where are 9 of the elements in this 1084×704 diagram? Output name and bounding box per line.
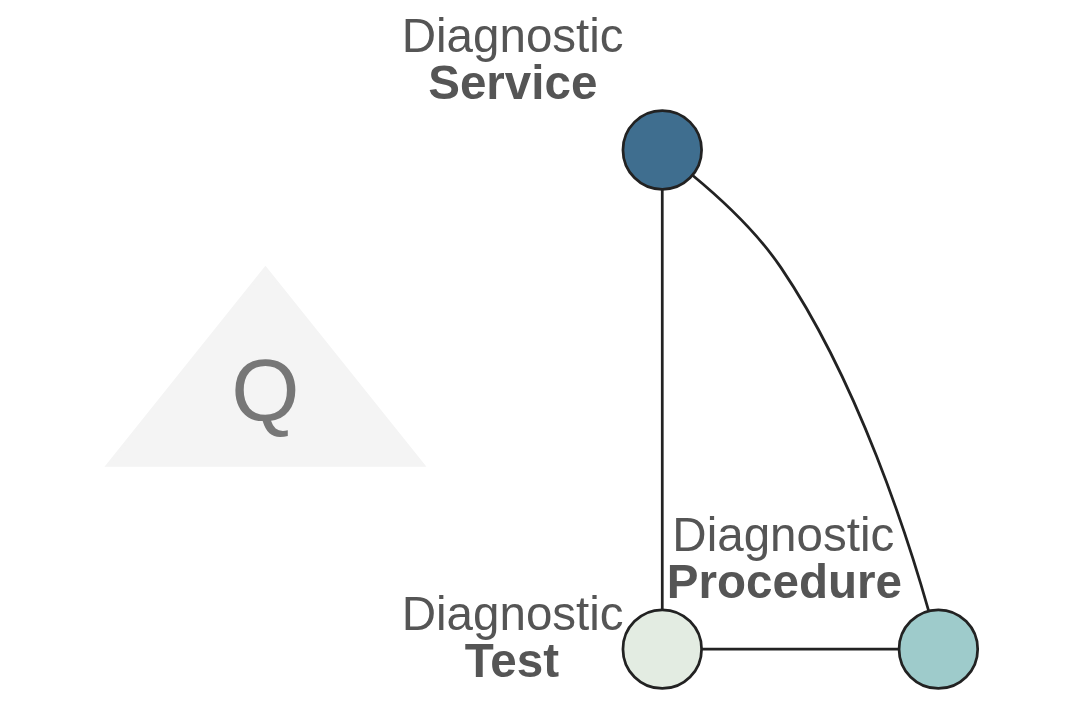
connector	[660, 189, 664, 610]
node-label: Diagnostic Service	[401, 8, 624, 110]
connector	[701, 647, 899, 651]
node-label: Diagnostic Test	[401, 586, 624, 688]
node-circle	[621, 608, 703, 690]
node-label: Diagnostic Procedure	[666, 507, 902, 609]
node-circle	[897, 608, 979, 690]
connector	[691, 174, 930, 612]
node-circle	[621, 109, 703, 191]
